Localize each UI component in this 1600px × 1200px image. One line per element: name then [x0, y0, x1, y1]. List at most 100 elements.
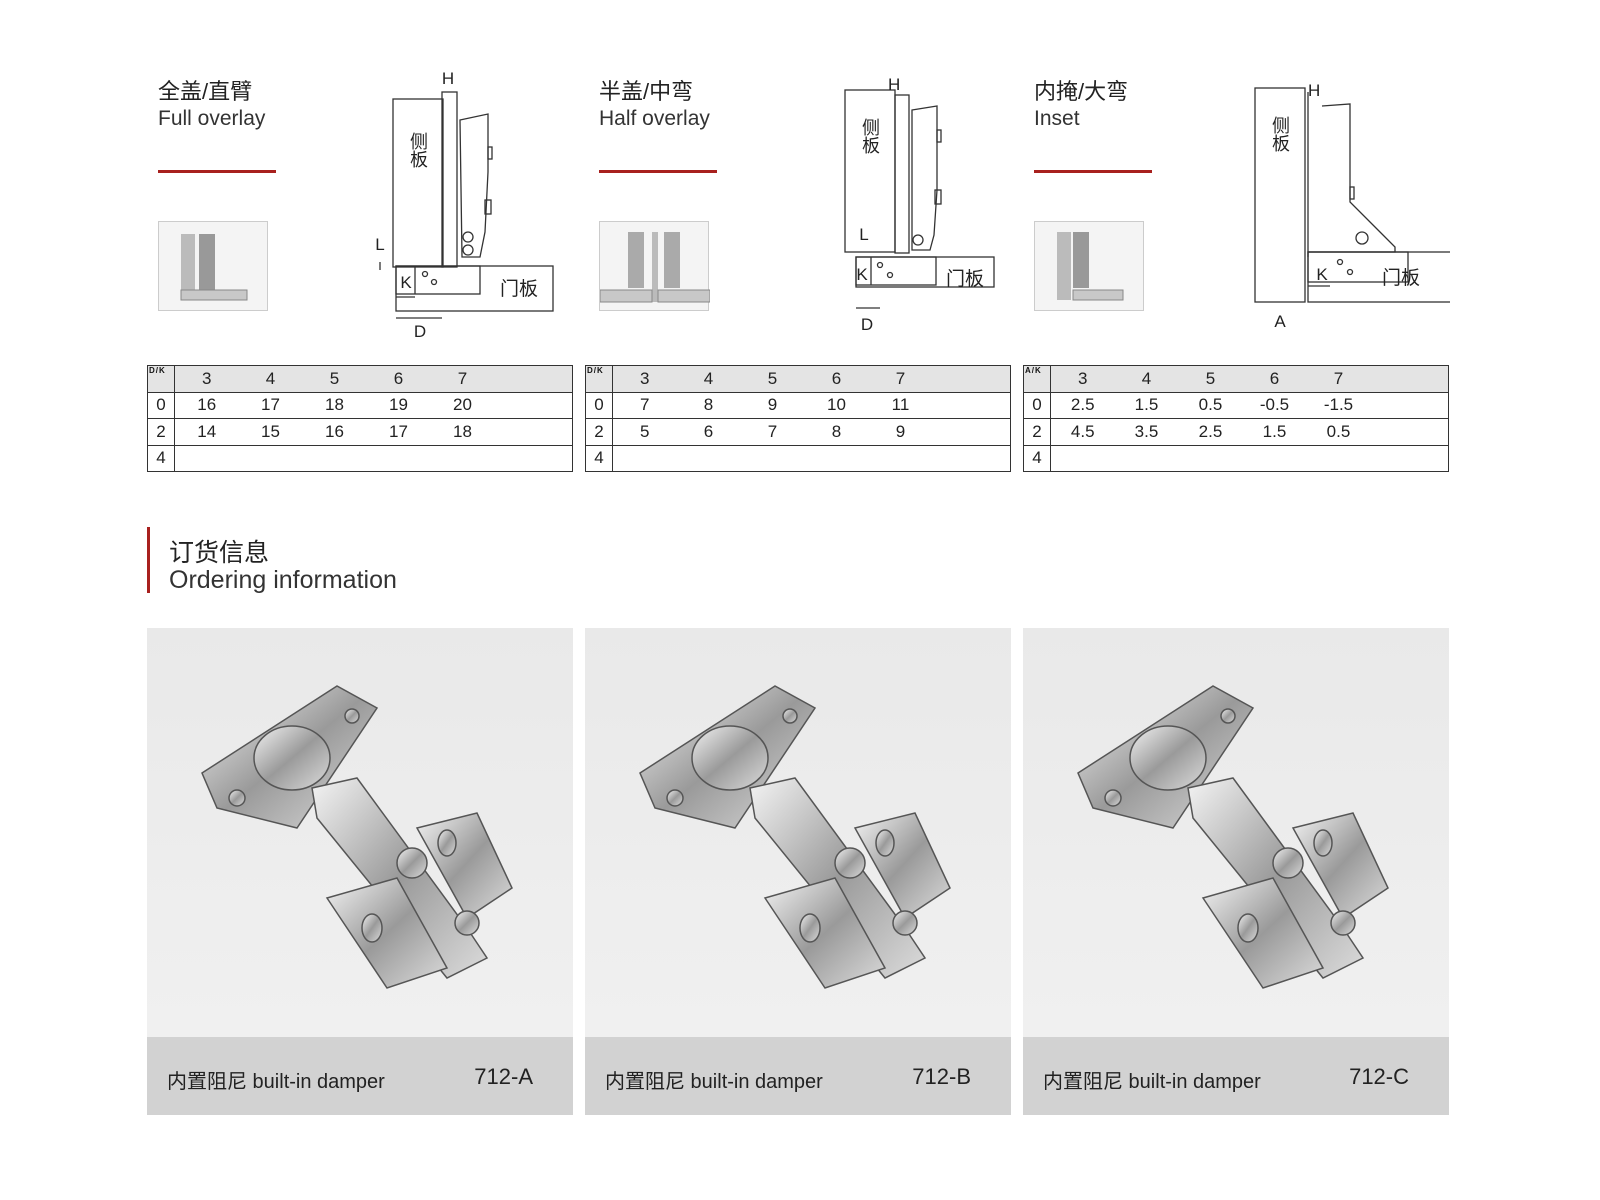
inset-thumbnail: [1034, 221, 1144, 311]
column-header: 5: [740, 365, 805, 393]
product-code: 712-B: [912, 1064, 971, 1089]
inset-title-en: Inset: [1034, 107, 1080, 130]
dim-k-label: K: [856, 265, 868, 284]
row-header: 4: [1023, 444, 1051, 472]
corner-label: D/K: [587, 366, 604, 375]
half-overlay-diagram: H L K D 侧板 门板: [844, 75, 995, 334]
table-cell: [1306, 444, 1371, 472]
half-overlay-thumbnail: [599, 221, 711, 311]
hinge-photo: [147, 628, 573, 1037]
table-cell: [366, 444, 431, 472]
row-header: 0: [147, 391, 175, 419]
full-overlay-diagram: H L K D 侧板 门板: [375, 69, 554, 341]
ordering-title-cn: 订货信息: [169, 539, 270, 567]
product-code: 712-C: [1349, 1064, 1409, 1089]
table-cell: [868, 444, 933, 472]
row-header: 0: [585, 391, 613, 419]
product-desc: 内置阻尼 built-in damper: [605, 1071, 823, 1093]
table-cell: [174, 444, 239, 472]
corner-cell: A/K: [1023, 365, 1051, 393]
column-header: 3: [612, 365, 677, 393]
product-desc: 内置阻尼 built-in damper: [1043, 1071, 1261, 1093]
door-panel-label: 门板: [1382, 267, 1420, 289]
side-panel-label: 侧板: [860, 118, 880, 154]
dim-h-label: H: [888, 75, 900, 94]
inset-diagram: H K A 侧板 门板: [1254, 81, 1450, 331]
table-cell: 18: [430, 418, 495, 446]
table-cell: [612, 444, 677, 472]
column-header: 7: [1306, 365, 1371, 393]
column-header: 6: [804, 365, 869, 393]
table-cell: 18: [302, 391, 367, 419]
table-cell: [1242, 444, 1307, 472]
column-header: 6: [366, 365, 431, 393]
table-cell: 7: [740, 418, 805, 446]
table-cell: 0.5: [1306, 418, 1371, 446]
dim-h-label: H: [1308, 81, 1320, 100]
product-desc: 内置阻尼 built-in damper: [167, 1071, 385, 1093]
row-header: 4: [147, 444, 175, 472]
full-overlay-title-cn: 全盖/直臂: [158, 79, 253, 104]
half-overlay-title-cn: 半盖/中弯: [599, 79, 694, 104]
table-cell: [676, 444, 741, 472]
table-cell: 19: [366, 391, 431, 419]
column-header: 6: [1242, 365, 1307, 393]
corner-label: A/K: [1025, 366, 1042, 375]
table-cell: [740, 444, 805, 472]
corner-cell: D/K: [585, 365, 613, 393]
inset-title-cn: 内掩/大弯: [1034, 79, 1129, 104]
product-card-712-b[interactable]: 内置阻尼 built-in damper 712-B: [585, 628, 1011, 1115]
half-overlay-title-en: Half overlay: [599, 107, 710, 130]
dim-d-label: D: [414, 322, 426, 341]
table-cell: 14: [174, 418, 239, 446]
row-header: 0: [1023, 391, 1051, 419]
table-cell: 16: [174, 391, 239, 419]
column-header: 7: [868, 365, 933, 393]
product-card-712-c[interactable]: 内置阻尼 built-in damper 712-C: [1023, 628, 1449, 1115]
column-header: 4: [1114, 365, 1179, 393]
dim-l-label: L: [375, 235, 384, 254]
column-header: 4: [238, 365, 303, 393]
table-cell: 5: [612, 418, 677, 446]
table-cell: 17: [238, 391, 303, 419]
hinge-photo: [1023, 628, 1449, 1037]
table-cell: 1.5: [1114, 391, 1179, 419]
column-header: 4: [676, 365, 741, 393]
dim-d-label: D: [861, 315, 873, 334]
accent-divider: [1034, 170, 1152, 173]
table-cell: -1.5: [1306, 391, 1371, 419]
corner-label: D/K: [149, 366, 166, 375]
table-cell: [1050, 444, 1115, 472]
table-row: 4: [1023, 444, 1449, 472]
table-cell: 17: [366, 418, 431, 446]
table-cell: 10: [804, 391, 869, 419]
row-header: 2: [147, 418, 175, 446]
table-cell: [1114, 444, 1179, 472]
table-cell: [238, 444, 303, 472]
full-overlay-title-en: Full overlay: [158, 107, 266, 130]
table-cell: 8: [804, 418, 869, 446]
table-cell: 16: [302, 418, 367, 446]
full-overlay-thumbnail: [158, 221, 268, 311]
table-cell: 9: [740, 391, 805, 419]
accent-divider: [599, 170, 717, 173]
table-cell: -0.5: [1242, 391, 1307, 419]
hinge-photo: [585, 628, 1011, 1037]
table-cell: 4.5: [1050, 418, 1115, 446]
dim-h-label: H: [442, 69, 454, 88]
table-cell: 7: [612, 391, 677, 419]
table-cell: [430, 444, 495, 472]
accent-divider: [158, 170, 276, 173]
row-header: 2: [585, 418, 613, 446]
dim-l-label: L: [859, 225, 868, 244]
table-row: 4: [147, 444, 573, 472]
